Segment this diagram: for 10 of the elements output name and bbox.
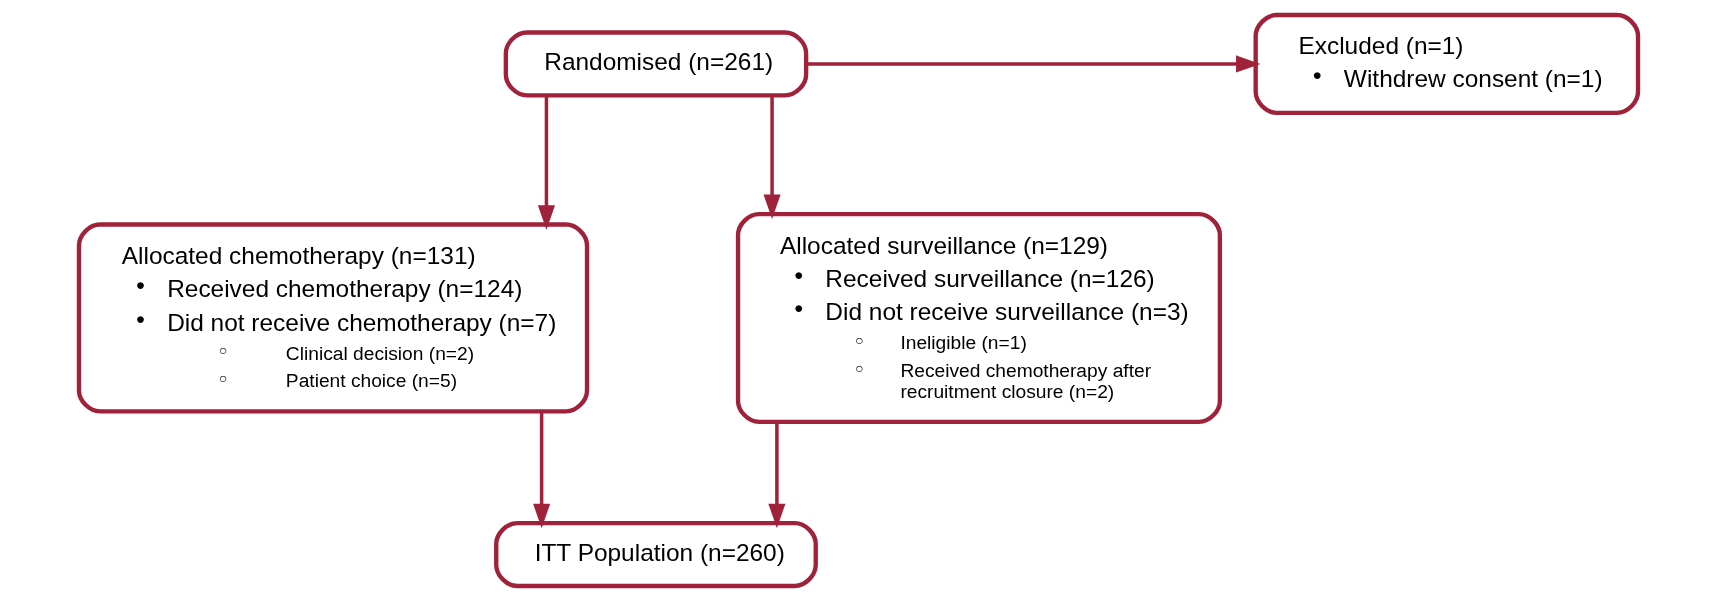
arrow — [533, 411, 551, 529]
arrow — [768, 422, 786, 529]
node-box: Allocated chemotherapy (n=131) ● Received chemotherapy (n=124) ● Did not receive chemotherapy (n=7) ○ Clinical decision (n=2) ○ Patient choice (n=5) — [76, 222, 590, 414]
node-box: Randomised (n=261) — [503, 30, 809, 98]
node-box: Excluded (n=1) ● Withdrew consent (n=1) — [1253, 12, 1641, 115]
arrow — [763, 95, 781, 220]
arrow — [537, 95, 555, 230]
node-box: ITT Population (n=260) — [494, 520, 818, 589]
arrow — [806, 55, 1261, 73]
node-box: Allocated surveillance (n=129) ● Received surveillance (n=126) ● Did not receive surveillance (n=3) ○ Ineligible (n=1) ○ Received chemotherapy after recruitment closure (n=2) — [735, 211, 1223, 424]
